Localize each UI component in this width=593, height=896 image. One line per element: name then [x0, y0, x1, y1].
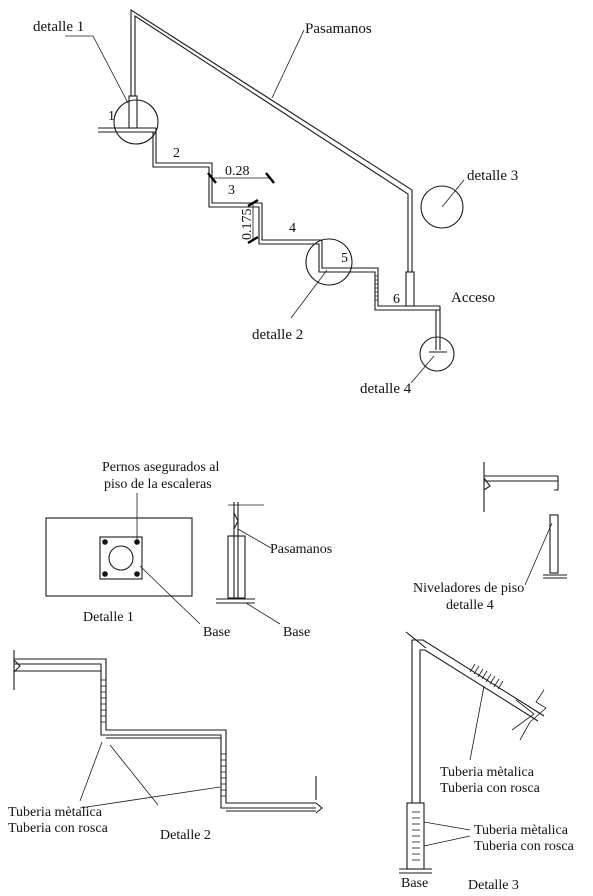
label-detalle-1-caption: Detalle 1 — [83, 610, 134, 625]
detail-1-circle — [113, 99, 159, 145]
dimension-huella: 0.28 — [225, 164, 250, 179]
detail-4-circle — [419, 336, 455, 372]
detail-3: Tuberia mètalica Tuberia con rosca Tuber… — [399, 631, 575, 893]
step-number-4: 4 — [289, 221, 296, 236]
label-base-1: Base — [203, 625, 230, 640]
step-number-6: 6 — [393, 292, 400, 307]
bolt-icon — [102, 571, 108, 577]
label-detalle-2-caption: Detalle 2 — [160, 828, 211, 843]
label-tuberia-metalica-2: Tuberia mètalica — [8, 805, 103, 820]
label-pernos-1: Pernos asegurados al — [102, 460, 220, 475]
label-tuberia-rosca-2: Tuberia con rosca — [8, 821, 109, 836]
step-number-2: 2 — [173, 146, 180, 161]
label-detalle-1: detalle 1 — [33, 19, 84, 35]
leveler-screw — [549, 514, 559, 574]
label-acceso: Acceso — [451, 290, 495, 306]
base-plate — [99, 536, 143, 580]
dimension-contrahuella: 0.175 — [240, 209, 255, 241]
label-tuberia-rosca-3a: Tuberia con rosca — [440, 781, 541, 796]
railing-sleeve — [227, 535, 246, 599]
thread-hatch — [469, 663, 504, 690]
label-detalle-3-caption: Detalle 3 — [468, 878, 519, 893]
riser-hatch-2 — [101, 679, 226, 797]
label-niveladores: Niveladores de piso — [413, 581, 524, 596]
detail-2: Tuberia mètalica Tuberia con rosca Detal… — [8, 650, 323, 843]
bolt-icon — [134, 571, 140, 577]
label-tuberia-rosca-3b: Tuberia con rosca — [474, 839, 575, 854]
label-detalle-4-caption: detalle 4 — [446, 598, 494, 613]
label-tuberia-metalica-3b: Tuberia mètalica — [474, 823, 569, 838]
detail-2-circle — [305, 238, 353, 286]
step-number-3: 3 — [228, 183, 235, 198]
railing-post-2 — [405, 271, 415, 307]
label-pasamanos-detail: Pasamanos — [270, 542, 332, 557]
step-number-1: 1 — [108, 109, 115, 124]
step-number-5: 5 — [341, 251, 348, 266]
railing-outer — [130, 8, 413, 272]
riser-hatch — [375, 275, 378, 301]
detail-1: Pernos asegurados al piso de la escalera… — [45, 460, 230, 640]
label-detalle-3: detalle 3 — [467, 168, 518, 184]
detail-4: Niveladores de piso detalle 4 — [413, 462, 567, 613]
label-pasamanos: Pasamanos — [305, 21, 372, 37]
label-pernos-2: piso de la escaleras — [104, 477, 212, 492]
pipe-section — [108, 545, 134, 571]
label-tuberia-metalica-3a: Tuberia mètalica — [440, 765, 535, 780]
label-base-2: Base — [283, 625, 310, 640]
sleeve-thread-hatch — [412, 811, 420, 861]
floor-slab — [45, 517, 193, 597]
detail-3-circle — [420, 185, 464, 229]
bolt-icon — [134, 539, 140, 545]
label-detalle-2: detalle 2 — [252, 327, 303, 343]
label-detalle-4: detalle 4 — [360, 381, 412, 397]
railing-post-1 — [128, 95, 138, 129]
railing-inner — [134, 14, 409, 272]
railing-base-detail: Pasamanos Base — [216, 502, 332, 640]
stair-elevation: detalle 1 Pasamanos detalle 3 detalle 2 … — [33, 8, 518, 397]
bolt-icon — [102, 539, 108, 545]
label-base-3: Base — [401, 876, 428, 891]
